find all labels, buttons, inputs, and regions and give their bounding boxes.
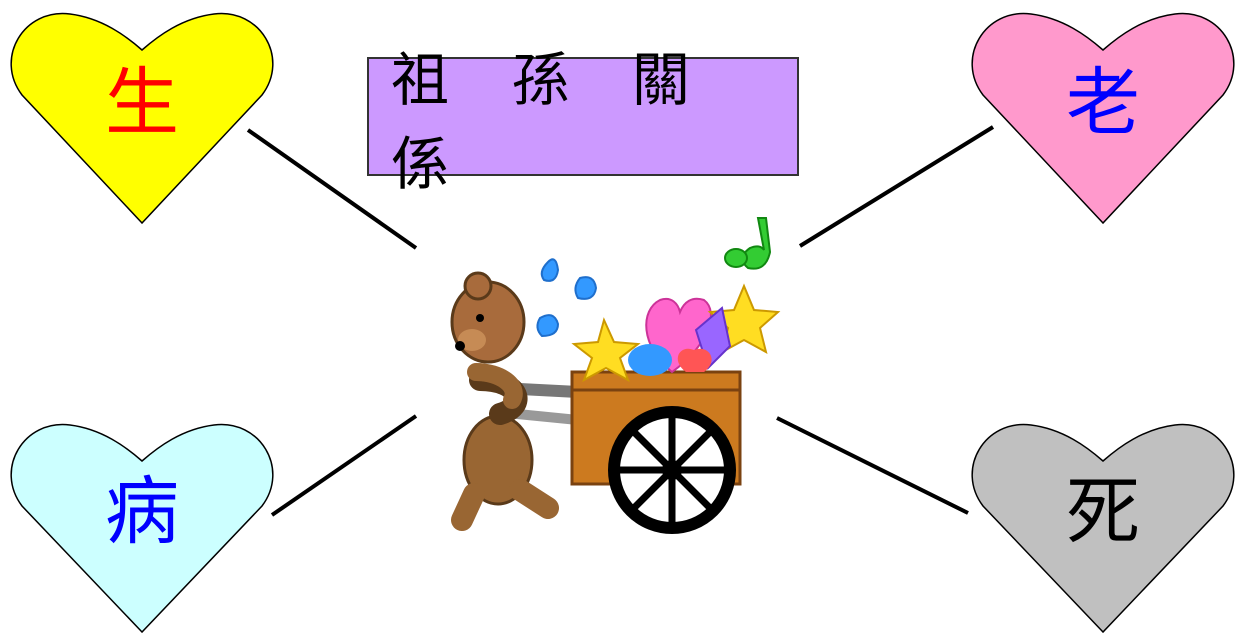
heart-label-old: 老	[1066, 60, 1140, 146]
title-box: 祖 孫 關 係	[367, 46, 799, 198]
connector-line-bottom-left	[270, 414, 418, 517]
heart-label-sickness: 病	[105, 469, 179, 555]
heart-birth	[10, 12, 274, 225]
connector-line-bottom-right	[776, 416, 969, 515]
connector-line-top-right	[798, 125, 995, 248]
heart-death	[971, 423, 1235, 634]
heart-old	[971, 12, 1235, 225]
title-text: 祖 孫 關 係	[391, 45, 712, 198]
heart-label-death: 死	[1066, 469, 1140, 555]
heart-sickness	[10, 423, 274, 634]
connector-line-top-left	[246, 128, 418, 250]
heart-label-birth: 生	[105, 60, 179, 146]
bear-cart-illustration	[450, 217, 781, 534]
